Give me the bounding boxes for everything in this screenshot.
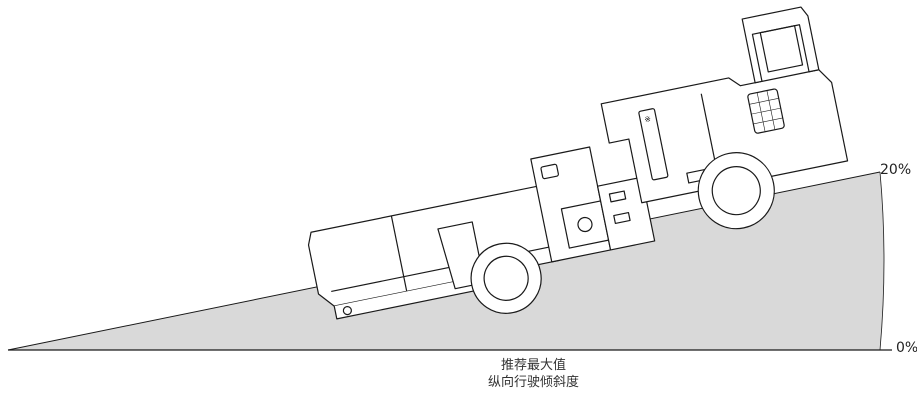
zero-grade-label: 0% (896, 340, 917, 356)
caption-line-1: 推荐最大值 (500, 358, 566, 373)
max-grade-label: 20% (880, 162, 912, 178)
svg-text:※: ※ (643, 114, 651, 124)
loader-vehicle-icon: ※ (307, 6, 849, 320)
angle-arc (879, 171, 885, 351)
caption-line-2: 纵向行驶倾斜度 (487, 375, 579, 390)
grade-caption: 推荐最大值 纵向行驶倾斜度 (0, 357, 917, 391)
